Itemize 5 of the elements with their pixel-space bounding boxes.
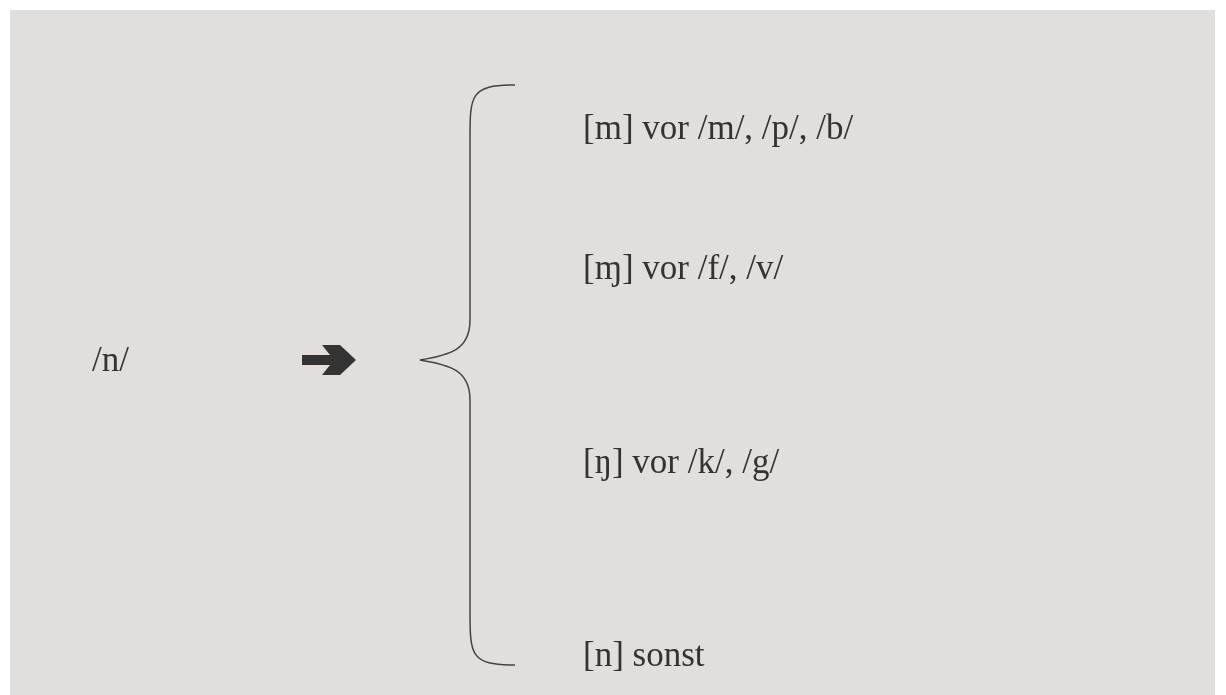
allophone-text: [n] sonst — [583, 635, 705, 675]
allophone-text: [ɱ] vor /f/, /v/ — [583, 248, 784, 288]
allophone-text: [ŋ] vor /k/, /g/ — [583, 442, 780, 482]
allophone-text: [m] vor /m/, /p/, /b/ — [583, 108, 854, 148]
phoneme-text: /n/ — [92, 340, 129, 380]
